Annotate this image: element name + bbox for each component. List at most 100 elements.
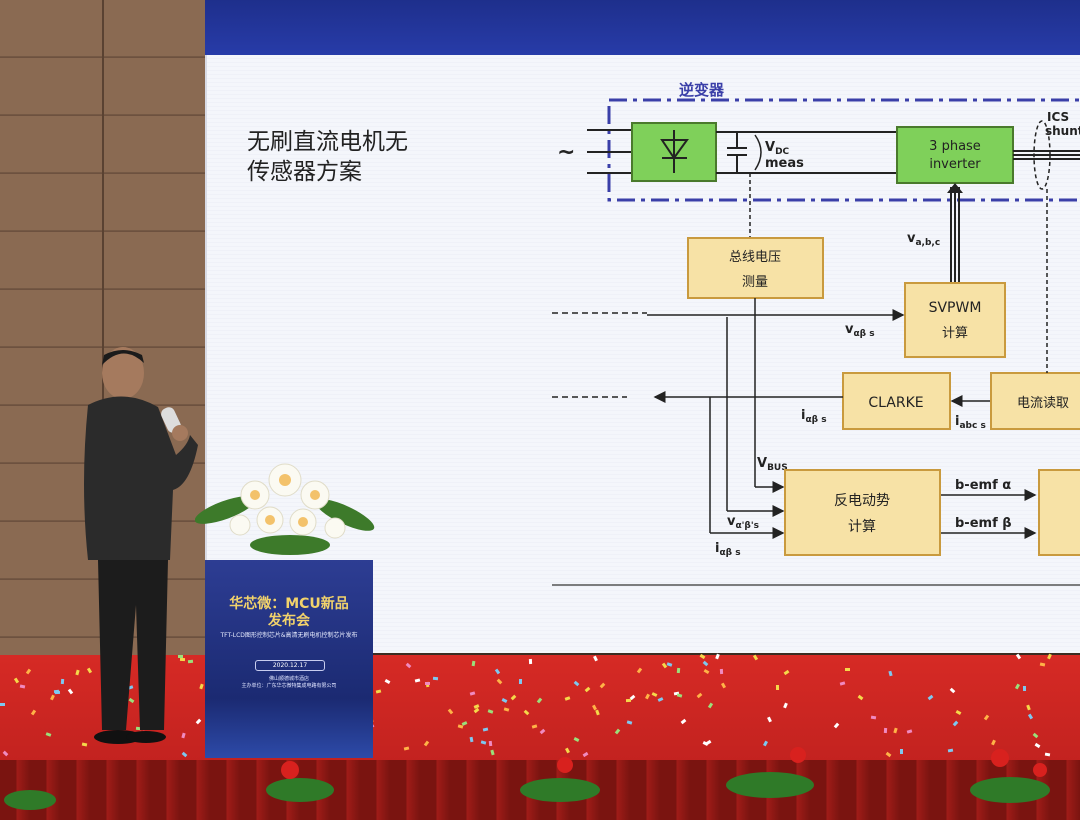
motor-control-diagram: 逆变器 ~ VDC meas 3 phase inverter ICS	[552, 81, 1080, 586]
confetti-piece	[676, 693, 683, 698]
confetti-piece	[13, 677, 20, 684]
confetti-piece	[833, 722, 840, 729]
confetti-piece	[494, 668, 501, 675]
confetti-piece	[839, 681, 846, 686]
bemf-beta-label: b-emf β	[955, 516, 1012, 531]
confetti-piece	[528, 658, 533, 665]
flower-arrangement	[195, 463, 375, 555]
confetti-piece	[696, 692, 703, 699]
clarke-label: CLARKE	[868, 395, 923, 411]
confetti-piece	[699, 653, 706, 660]
inverter-group-frame	[607, 98, 1080, 202]
confetti-piece	[703, 668, 710, 675]
podium-venue: 佛山顺德城市酒店 主办单位：广东华芯微特集成电路有限公司	[219, 676, 359, 690]
confetti-piece	[573, 680, 580, 687]
confetti-piece	[857, 694, 864, 701]
bus-voltage-label-2: 测量	[742, 275, 768, 290]
podium: 华芯微：MCU新品 发布会 TFT-LCD图形控制芯片&高清无刷电机控制芯片发布…	[205, 560, 373, 758]
confetti-piece	[636, 667, 643, 674]
stage-plants	[4, 747, 1050, 810]
presenter	[84, 347, 198, 744]
confetti-piece	[1014, 683, 1021, 690]
confetti-piece	[599, 682, 606, 689]
confetti-piece	[783, 702, 788, 709]
confetti-piece	[1047, 653, 1052, 660]
vdc-meas-label: VDC	[765, 140, 790, 157]
confetti-piece	[870, 715, 877, 720]
iabc-label: iabc s	[955, 414, 986, 431]
confetti-piece	[1022, 685, 1027, 692]
ialphabeta-lower-label: iαβ s	[715, 541, 741, 558]
confetti-piece	[845, 668, 850, 671]
confetti-piece	[564, 696, 571, 701]
svpwm-box	[904, 282, 1006, 358]
confetti-piece	[645, 693, 650, 700]
projection-screen: 无刷直流电机无 传感器方案 逆变器 ~ VDC	[205, 55, 1080, 653]
confetti-piece	[447, 708, 454, 715]
confetti-piece	[720, 682, 727, 689]
confetti-piece	[457, 724, 464, 729]
confetti-piece	[593, 655, 598, 662]
confetti-piece	[67, 688, 74, 695]
valphabeta-label: vαβ s	[845, 322, 875, 339]
bemf-label-1: 反电动势	[834, 493, 890, 509]
confetti-piece	[523, 709, 530, 716]
inverter-group-label: 逆变器	[679, 81, 725, 99]
podium-title: 华芯微：MCU新品 发布会	[205, 596, 373, 630]
confetti-piece	[531, 724, 538, 729]
podium-venue-line1: 佛山顺德城市酒店	[268, 676, 309, 682]
confetti-piece	[775, 684, 780, 691]
inverter-label-2: inverter	[929, 157, 981, 172]
confetti-piece	[425, 682, 430, 685]
confetti-piece	[651, 692, 658, 697]
bus-voltage-label-1: 总线电压	[729, 250, 781, 265]
clarke-box	[842, 372, 951, 430]
confetti-piece	[469, 691, 476, 696]
podium-subtitle: TFT-LCD图形控制芯片&高清无刷电机控制芯片发布	[220, 632, 358, 639]
confetti-piece	[927, 694, 934, 701]
confetti-piece	[1039, 662, 1046, 667]
confetti-piece	[783, 669, 790, 676]
bus-voltage-box	[687, 237, 824, 299]
confetti-piece	[518, 678, 523, 685]
ics-shunt-ellipse	[1033, 120, 1051, 190]
confetti-piece	[50, 694, 55, 701]
ialphabeta-label: iαβ s	[801, 408, 827, 425]
confetti-piece	[487, 709, 494, 714]
podium-venue-line2: 主办单位：广东华芯微特集成电路有限公司	[241, 683, 337, 689]
next-stage-box	[1038, 469, 1080, 556]
ac-source-tilde: ~	[557, 140, 575, 165]
confetti-piece	[25, 668, 32, 675]
confetti-piece	[30, 709, 37, 716]
confetti-piece	[19, 684, 26, 689]
podium-title-line1: 华芯微：MCU新品	[229, 596, 349, 612]
confetti-piece	[680, 718, 687, 725]
confetti-piece	[955, 709, 962, 716]
confetti-piece	[503, 707, 510, 712]
slide-title-line1: 无刷直流电机无	[247, 129, 408, 155]
shunt-label: shunt	[1045, 124, 1080, 138]
confetti-piece	[384, 678, 391, 685]
confetti-piece	[888, 670, 893, 677]
slide-title-line2: 传感器方案	[247, 159, 362, 185]
confetti-piece	[405, 662, 412, 669]
confetti-piece	[625, 698, 632, 703]
confetti-piece	[715, 653, 720, 660]
confetti-piece	[1027, 713, 1034, 720]
slide-title: 无刷直流电机无 传感器方案	[247, 127, 408, 187]
confetti-piece	[584, 686, 591, 693]
confetti-piece	[719, 668, 724, 675]
svpwm-label-1: SVPWM	[929, 300, 982, 316]
confetti-piece	[1026, 704, 1031, 711]
confetti-piece	[0, 703, 5, 706]
confetti-piece	[375, 689, 382, 694]
confetti-piece	[60, 678, 65, 685]
confetti-piece	[949, 687, 956, 694]
bemf-alpha-label: b-emf α	[955, 478, 1011, 493]
confetti-piece	[432, 676, 439, 681]
vabc-label: va,b,c	[907, 231, 940, 248]
confetti-piece	[666, 662, 673, 667]
confetti-piece	[1015, 653, 1022, 660]
svpwm-label-2: 计算	[942, 326, 968, 341]
confetti-piece	[595, 709, 600, 716]
